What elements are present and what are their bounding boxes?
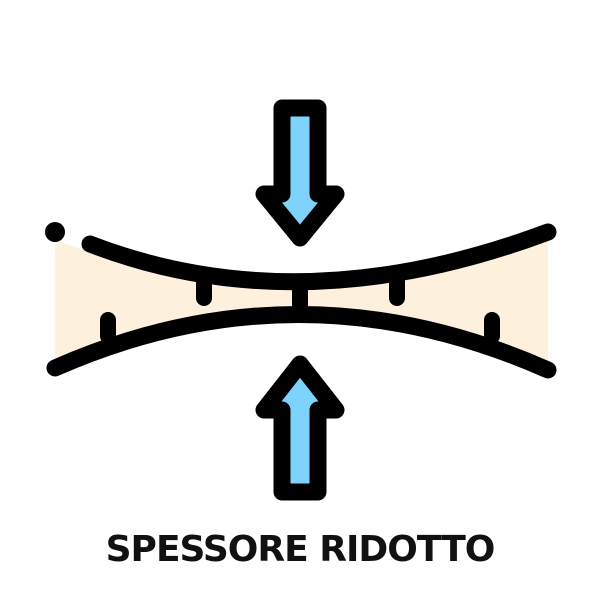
thickness-ticks-bottom: [100, 312, 500, 344]
material-dot: [45, 222, 65, 242]
up-arrow-icon: [255, 355, 345, 501]
reduced-thickness-icon: [45, 99, 557, 501]
down-arrow-icon: [255, 99, 345, 247]
caption-text: SPESSORE RIDOTTO: [105, 529, 496, 570]
material-top-edge: [81, 223, 557, 291]
thickness-ticks-top: [196, 272, 405, 306]
